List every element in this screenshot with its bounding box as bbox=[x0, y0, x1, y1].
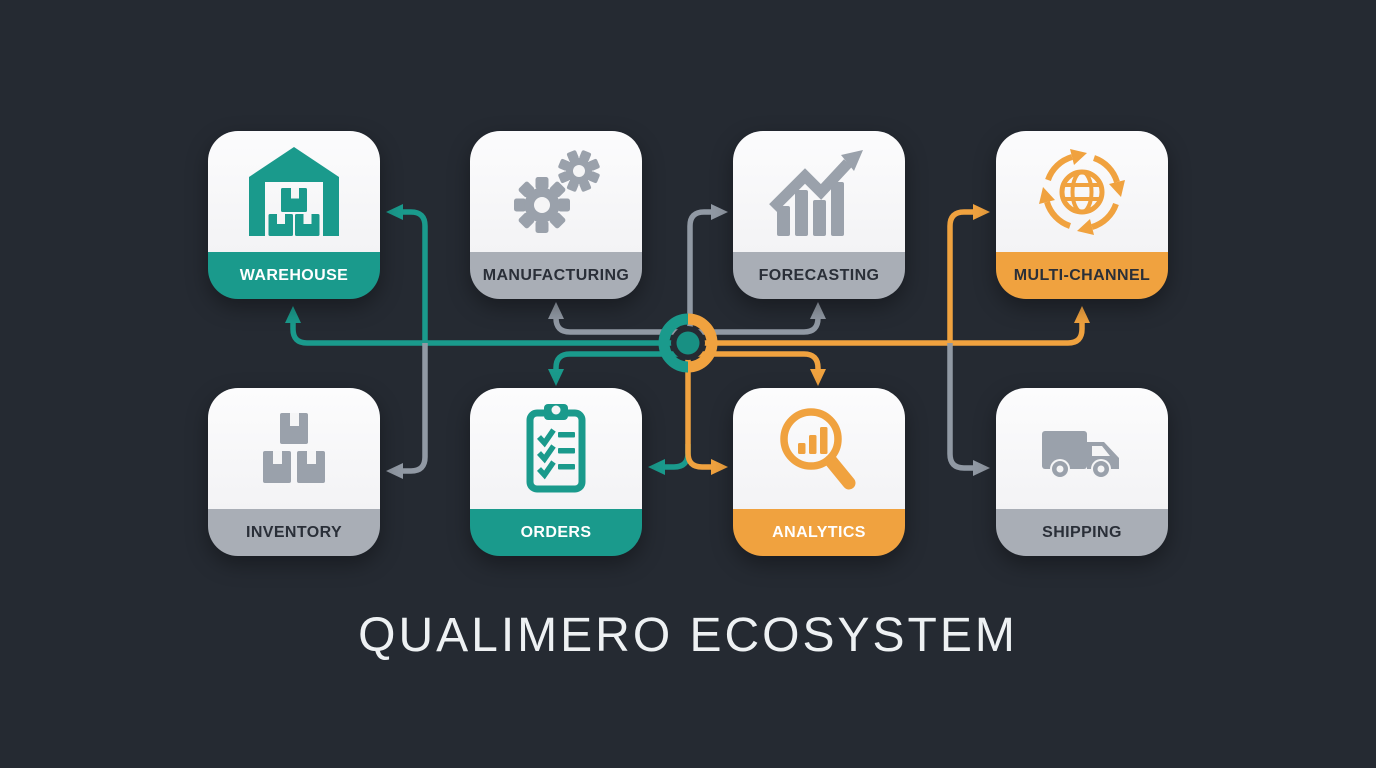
forecasting-icon-area bbox=[733, 131, 905, 252]
link-hub-multichannel-bottom bbox=[688, 306, 1090, 346]
analytics-label-band: ANALYTICS bbox=[733, 509, 905, 556]
link-hub-multichannel-left bbox=[947, 204, 990, 346]
warehouse-label-band: WAREHOUSE bbox=[208, 252, 380, 299]
module-card-forecasting: FORECASTING bbox=[733, 131, 905, 299]
shipping-label: SHIPPING bbox=[1042, 523, 1122, 541]
forecasting-label: FORECASTING bbox=[758, 266, 880, 284]
manufacturing-label-band: MANUFACTURING bbox=[470, 252, 642, 299]
link-hub-orders-top bbox=[548, 351, 684, 386]
link-hub-analytics-top bbox=[692, 351, 826, 386]
warehouse-label: WAREHOUSE bbox=[239, 266, 349, 284]
hub-ring-left bbox=[658, 313, 689, 373]
hub-core bbox=[676, 331, 700, 355]
truck-icon bbox=[1042, 430, 1119, 479]
inventory-label: INVENTORY bbox=[245, 523, 343, 541]
magnifier-chart-icon bbox=[780, 407, 856, 489]
warehouse-icon bbox=[249, 146, 339, 236]
link-hub-analytics-left bbox=[685, 343, 728, 475]
link-hub-inventory-right bbox=[386, 343, 428, 479]
multichannel-label-band: MULTI-CHANNEL bbox=[996, 252, 1168, 299]
orders-label-band: ORDERS bbox=[470, 509, 642, 556]
forecasting-label-band: FORECASTING bbox=[733, 252, 905, 299]
link-hub-forecasting-left bbox=[687, 204, 728, 340]
module-card-orders: ORDERS bbox=[470, 388, 642, 556]
link-hub-warehouse-right bbox=[386, 204, 428, 346]
multichannel-label: MULTI-CHANNEL bbox=[1013, 266, 1151, 284]
module-card-inventory: INVENTORY bbox=[208, 388, 380, 556]
boxes-icon bbox=[263, 412, 325, 483]
gears-icon bbox=[514, 149, 600, 233]
inventory-label-band: INVENTORY bbox=[208, 509, 380, 556]
module-card-manufacturing: MANUFACTURING bbox=[470, 131, 642, 299]
module-card-shipping: SHIPPING bbox=[996, 388, 1168, 556]
link-hub-orders-right bbox=[648, 444, 691, 475]
growth-chart-icon bbox=[769, 149, 863, 236]
manufacturing-label: MANUFACTURING bbox=[482, 266, 630, 284]
diagram-title: QUALIMERO ECOSYSTEM bbox=[358, 609, 1018, 662]
analytics-label: ANALYTICS bbox=[772, 523, 866, 541]
analytics-icon-area bbox=[733, 388, 905, 509]
shipping-label-band: SHIPPING bbox=[996, 509, 1168, 556]
central-hub bbox=[658, 313, 718, 373]
multichannel-icon-area bbox=[996, 131, 1168, 252]
link-hub-shipping-left bbox=[947, 343, 990, 476]
shipping-icon-area bbox=[996, 388, 1168, 509]
checklist-clipboard-icon bbox=[526, 403, 586, 492]
hub-ring-right bbox=[687, 313, 718, 373]
module-card-analytics: ANALYTICS bbox=[733, 388, 905, 556]
orders-icon-area bbox=[470, 388, 642, 509]
link-hub-warehouse-bottom bbox=[285, 306, 688, 346]
manufacturing-icon-area bbox=[470, 131, 642, 252]
module-card-multichannel: MULTI-CHANNEL bbox=[996, 131, 1168, 299]
module-card-warehouse: WAREHOUSE bbox=[208, 131, 380, 299]
globe-sync-icon bbox=[1039, 148, 1125, 235]
inventory-icon-area bbox=[208, 388, 380, 509]
warehouse-icon-area bbox=[208, 131, 380, 252]
link-hub-forecasting-bottom bbox=[692, 302, 826, 335]
link-hub-manufacturing-bottom bbox=[548, 302, 684, 335]
orders-label: ORDERS bbox=[520, 523, 592, 541]
